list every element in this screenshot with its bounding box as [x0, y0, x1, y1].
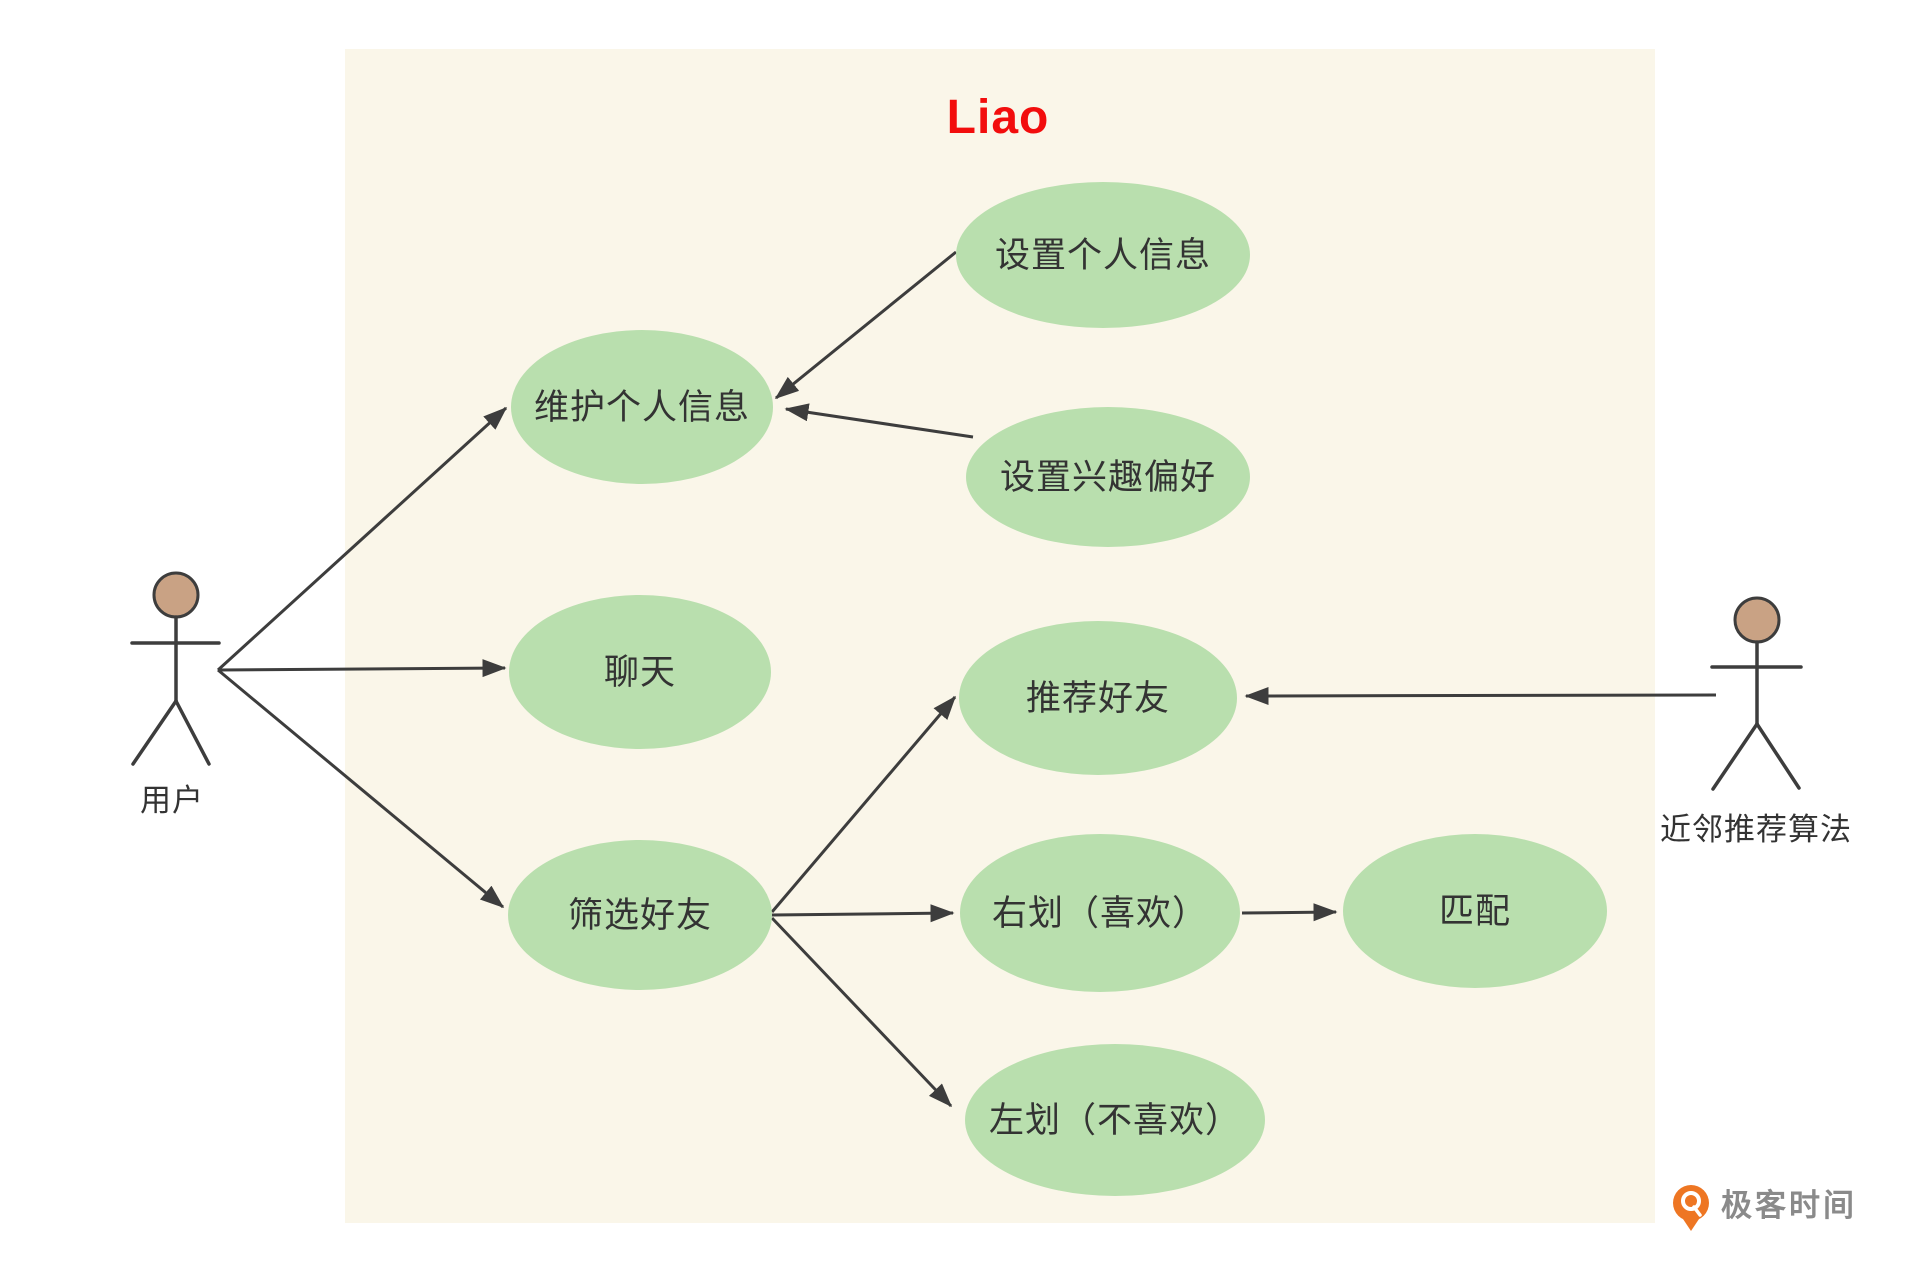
usecase-label: 推荐好友 — [1026, 679, 1170, 718]
actor-user-head — [152, 571, 200, 619]
usecase-label: 筛选好友 — [568, 896, 712, 935]
usecase-ellipse — [509, 595, 771, 749]
actor-user-label: 用户 — [140, 783, 204, 818]
actor-user-right-leg — [174, 699, 211, 766]
usecase-ellipse — [959, 621, 1237, 775]
edge-filter-friends-to-recommend-friends — [770, 695, 957, 913]
actor-algorithm-label: 近邻推荐算法 — [1660, 812, 1852, 847]
usecase-label: 设置个人信息 — [995, 236, 1211, 275]
usecase-ellipse — [511, 330, 773, 484]
edge-user-to-filter-friends — [217, 668, 505, 909]
usecase-ellipse — [965, 1044, 1265, 1196]
edge-user-to-chat — [217, 659, 507, 678]
usecase-node-swipe-left-dislike: 左划（不喜欢） — [965, 1044, 1265, 1196]
edge-filter-friends-to-swipe-right-like — [771, 904, 955, 923]
usecase-node-match: 匹配 — [1343, 834, 1607, 988]
usecase-node-set-interest-preference: 设置兴趣偏好 — [966, 407, 1250, 547]
actor-algorithm-right-leg — [1755, 722, 1801, 790]
usecase-node-chat: 聊天 — [509, 595, 771, 749]
usecase-node-maintain-profile-info: 维护个人信息 — [511, 330, 773, 484]
usecase-ellipse — [956, 182, 1250, 328]
edge-set-interest-preference-to-maintain-profile-info — [784, 403, 974, 439]
usecase-ellipse — [960, 834, 1240, 992]
geektime-logo: 极客时间 — [1673, 1185, 1857, 1231]
actor-neighbor-recommendation-algorithm: 近邻推荐算法 — [1660, 596, 1852, 847]
usecase-node-filter-friends: 筛选好友 — [508, 840, 772, 990]
usecase-node-swipe-right-like: 右划（喜欢） — [960, 834, 1240, 992]
usecase-label: 左划（不喜欢） — [989, 1101, 1241, 1140]
edge-algorithm-to-recommend-friends — [1244, 686, 1717, 705]
edge-filter-friends-to-swipe-left-dislike — [770, 916, 953, 1108]
usecase-label: 右划（喜欢） — [992, 894, 1208, 933]
diagram-title: Liao — [947, 91, 1050, 144]
actor-algorithm-left-leg — [1711, 722, 1759, 791]
edge-set-profile-info-to-maintain-profile-info — [774, 250, 957, 400]
usecase-ellipse — [1343, 834, 1607, 988]
geektime-logo-icon — [1673, 1185, 1709, 1231]
usecase-label: 匹配 — [1439, 892, 1511, 931]
usecase-label: 设置兴趣偏好 — [1000, 458, 1216, 497]
usecase-label: 维护个人信息 — [534, 388, 750, 427]
usecase-ellipse — [508, 840, 772, 990]
actor-algorithm-head — [1733, 596, 1781, 644]
actor-user: 用户 — [130, 571, 221, 818]
usecase-ellipse — [966, 407, 1250, 547]
actor-user-left-leg — [131, 699, 178, 766]
usecase-node-set-profile-info: 设置个人信息 — [956, 182, 1250, 328]
geektime-logo-text: 极客时间 — [1721, 1188, 1857, 1223]
edge-user-to-maintain-profile-info — [216, 406, 508, 672]
usecase-label: 聊天 — [604, 653, 676, 692]
edge-swipe-right-like-to-match — [1241, 903, 1338, 922]
usecase-node-recommend-friends: 推荐好友 — [959, 621, 1237, 775]
